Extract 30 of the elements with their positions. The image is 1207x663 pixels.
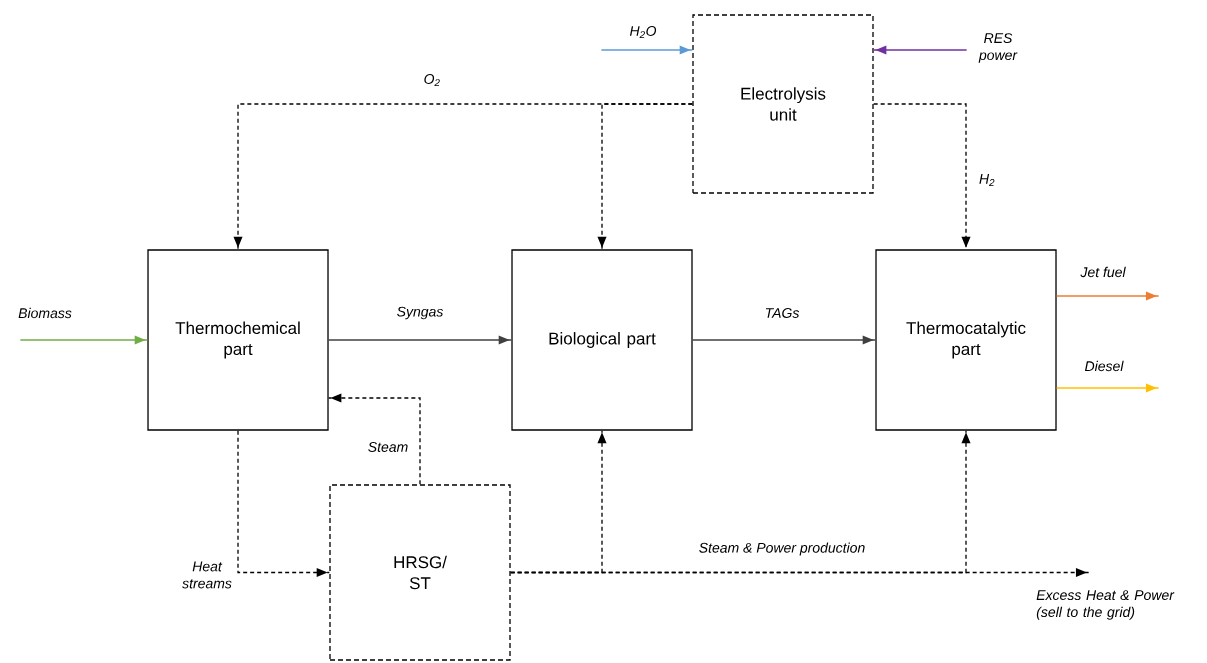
- edge-label: H$_{2}$: [979, 174, 995, 186]
- arrow: [328, 393, 421, 485]
- edge-label: O$_{2}$: [424, 74, 440, 86]
- arrow: [19, 335, 148, 345]
- unit-box: Electrolysis unit: [692, 14, 874, 194]
- arrow: [873, 103, 971, 250]
- edge-label: H$_{2}$O: [629, 26, 657, 38]
- edge-label: Diesel: [1085, 360, 1124, 372]
- arrow: [1056, 383, 1160, 393]
- edge-label: Jet fuel: [1080, 266, 1126, 278]
- arrow: [600, 45, 693, 55]
- edge-label: Excess Heat & Power (sell to the grid): [1036, 590, 1175, 620]
- edge-label: Syngas: [397, 306, 444, 320]
- edge-label: Steam: [368, 442, 408, 452]
- edge-label: RES power: [978, 33, 1018, 63]
- unit-box: Thermocatalytic part: [875, 249, 1057, 431]
- unit-box: Biological part: [511, 249, 693, 431]
- arrow: [237, 430, 330, 578]
- unit-box: Thermochemical part: [147, 249, 329, 431]
- arrow: [597, 103, 693, 250]
- edge-label: Biomass: [18, 307, 72, 319]
- arrow: [510, 567, 1090, 578]
- arrow: [692, 335, 876, 345]
- arrow: [873, 45, 968, 55]
- edge-label: Heat streams: [182, 561, 232, 589]
- edge-label: TAGs: [765, 308, 800, 318]
- unit-box: HRSG/ ST: [329, 484, 511, 661]
- arrow: [328, 335, 512, 345]
- arrow: [1056, 291, 1160, 301]
- edge-label: Steam & Power production: [699, 542, 865, 556]
